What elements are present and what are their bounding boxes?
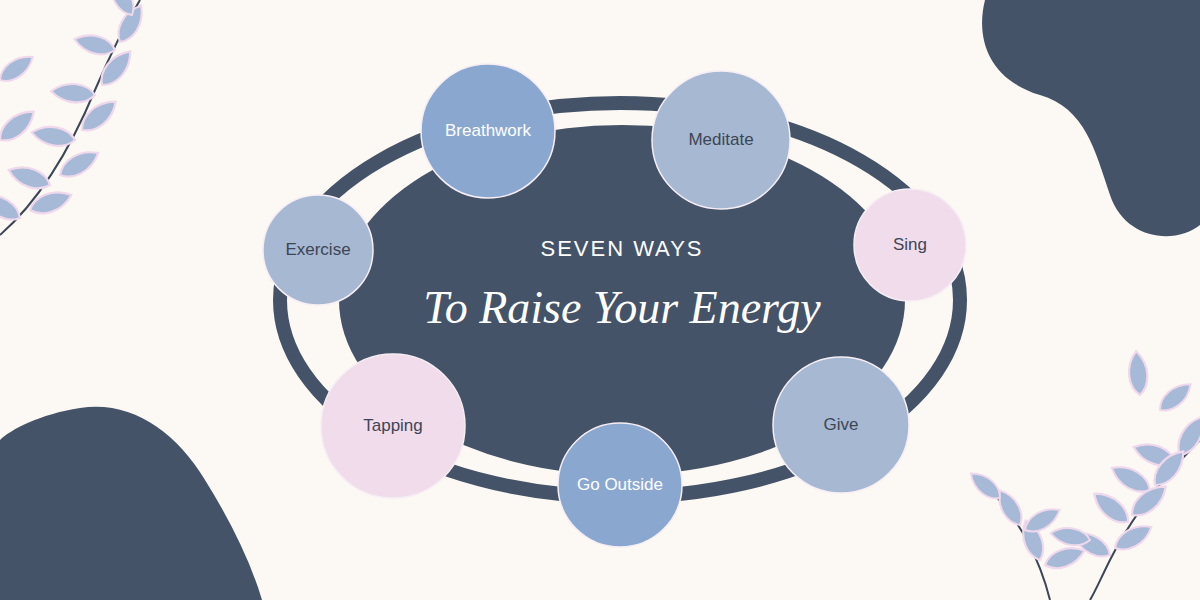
blob bbox=[982, 0, 1200, 236]
way-label: Exercise bbox=[285, 240, 350, 260]
circle-fill bbox=[558, 423, 682, 547]
way-circle: Exercise bbox=[262, 194, 374, 306]
way-circle: Breathwork bbox=[420, 63, 556, 199]
blob bbox=[0, 407, 262, 600]
way-label: Sing bbox=[893, 235, 927, 255]
circle-fill bbox=[263, 195, 373, 305]
leaf-sprig bbox=[966, 350, 1200, 600]
way-label: Give bbox=[824, 415, 859, 435]
leaf-sprig bbox=[0, 0, 149, 235]
way-circle: Tapping bbox=[320, 353, 466, 499]
way-circle: Give bbox=[772, 356, 910, 494]
circle-fill bbox=[773, 357, 909, 493]
way-circle: Meditate bbox=[651, 70, 791, 210]
way-label: Meditate bbox=[688, 130, 753, 150]
script-title: To Raise Your Energy bbox=[423, 283, 820, 334]
way-label: Breathwork bbox=[445, 121, 531, 141]
way-circle: Sing bbox=[853, 188, 967, 302]
circle-fill bbox=[652, 71, 790, 209]
heading-text: SEVEN WAYS bbox=[540, 237, 703, 261]
circle-fill bbox=[854, 189, 966, 301]
way-circle: Go Outside bbox=[557, 422, 683, 548]
circle-fill bbox=[321, 354, 465, 498]
way-label: Go Outside bbox=[577, 475, 663, 495]
circle-fill bbox=[421, 64, 555, 198]
way-label: Tapping bbox=[363, 416, 423, 436]
